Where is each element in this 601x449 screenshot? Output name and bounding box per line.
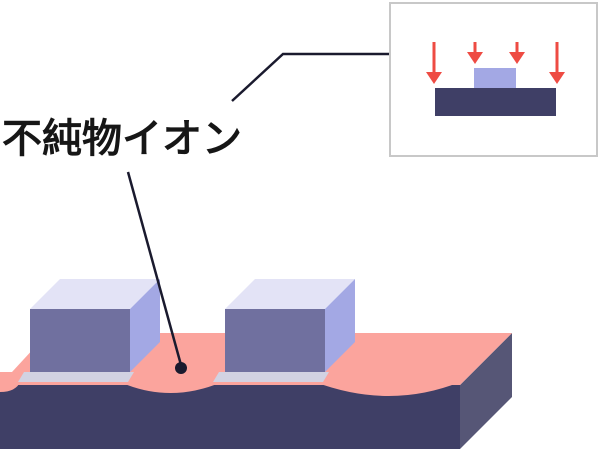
impurity-ion-label: 不純物イオン <box>2 116 242 162</box>
doped-regions <box>0 372 460 396</box>
inset-mask-block <box>474 68 516 88</box>
mask-block-left-side <box>130 279 160 372</box>
ion-arrow-4 <box>549 42 565 84</box>
doped-region-left <box>0 372 22 392</box>
doped-region-middle <box>120 382 222 393</box>
substrate-side-face <box>460 333 512 449</box>
oxide-layers <box>18 372 329 382</box>
oxide-layer-right <box>213 372 329 382</box>
substrate-front-face <box>0 385 460 449</box>
leader-dot-lower <box>175 362 187 374</box>
mask-block-left-top <box>30 279 160 309</box>
ion-arrow-3 <box>509 42 525 64</box>
mask-block-right-side <box>325 279 355 372</box>
mask-block-left <box>30 279 160 372</box>
ion-arrow-1 <box>426 42 442 84</box>
leader-line-upper <box>231 52 432 102</box>
mask-block-right <box>225 279 355 372</box>
mask-block-right-top <box>225 279 355 309</box>
inset-panel <box>389 2 598 157</box>
leader-line-lower <box>126 171 183 366</box>
ion-arrow-2 <box>467 42 483 64</box>
mask-block-right-front <box>225 309 325 372</box>
oxide-layer-left <box>18 372 134 382</box>
ion-arrows <box>426 42 565 84</box>
inset-substrate <box>435 88 556 116</box>
mask-block-left-front <box>30 309 130 372</box>
doped-region-right <box>315 382 460 396</box>
